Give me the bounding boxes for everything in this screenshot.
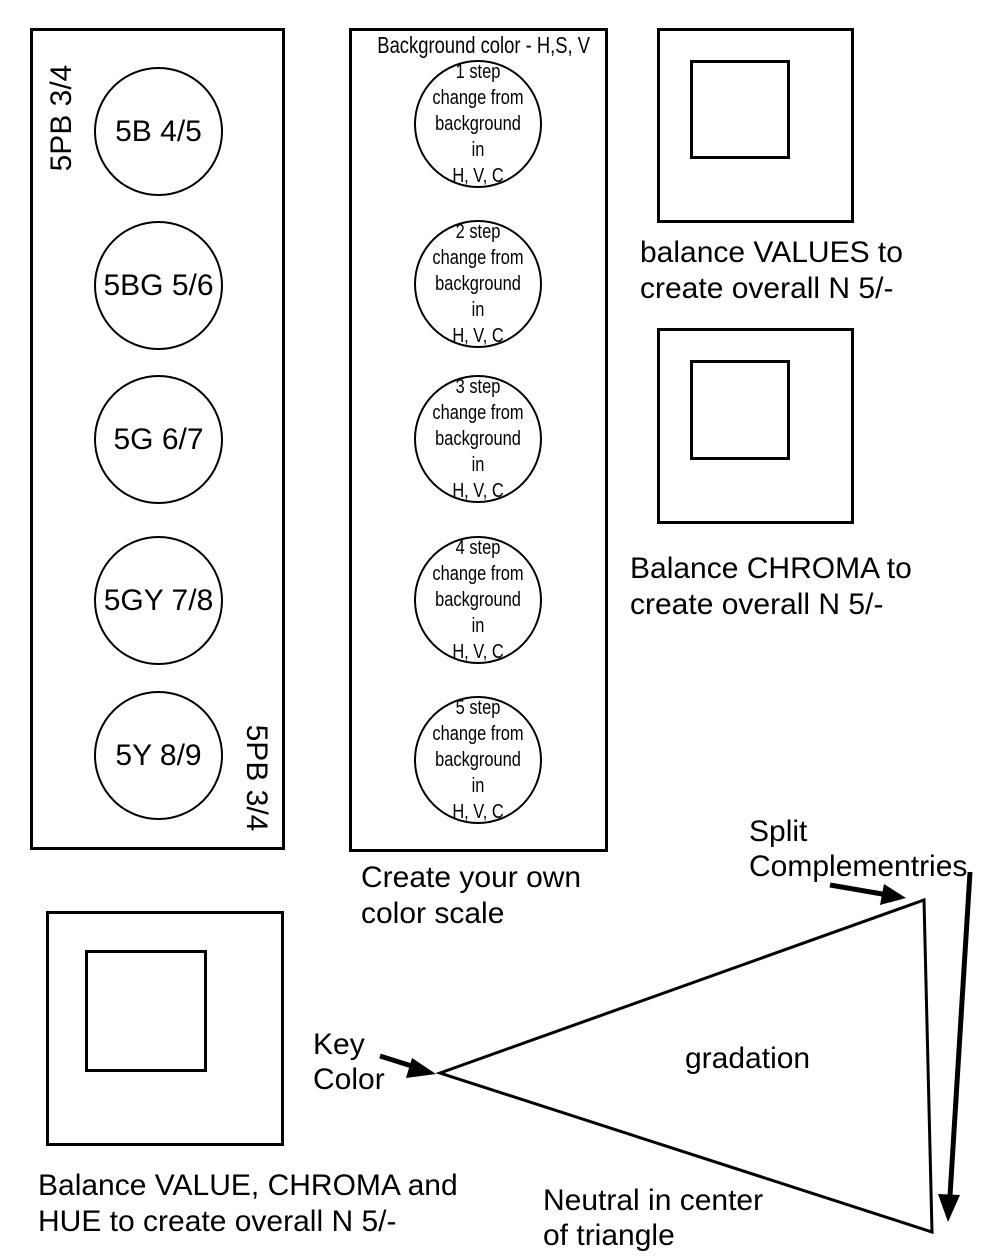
color-circle-label: 5GY 7/8 (103, 583, 214, 617)
step-circle-label: 4 step change from background in H, V, C (432, 537, 524, 663)
neutral-center-label: Neutral in center of triangle (543, 1184, 764, 1252)
step-circle-label: 3 step change from background in H, V, C (432, 376, 524, 502)
key-color-arrowhead (406, 1058, 436, 1078)
color-circle-label: 5BG 5/6 (103, 268, 214, 302)
split-arrowhead-short (880, 884, 906, 905)
key-color-label: Key Color (313, 1028, 385, 1096)
color-circle-2: 5BG 5/6 (94, 221, 223, 350)
chroma-caption: Balance CHROMA to create overall N 5/- (630, 552, 912, 621)
color-circle-5: 5Y 8/9 (94, 691, 223, 820)
color-circle-label: 5Y 8/9 (115, 738, 202, 772)
split-arrow-long (947, 871, 973, 1197)
own-scale-caption: Create your own color scale (361, 861, 582, 930)
color-triangle (435, 897, 934, 1235)
step-circle-2: 2 step change from background in H, V, C (414, 220, 542, 348)
color-circle-label: 5G 6/7 (113, 422, 204, 456)
step-circle-3: 3 step change from background in H, V, C (414, 375, 542, 503)
all-inner-square (85, 950, 207, 1072)
values-caption: balance VALUES to create overall N 5/- (640, 236, 903, 305)
values-inner-square (690, 60, 790, 159)
step-circle-label: 1 step change from background in H, V, C (432, 61, 524, 187)
step-circle-4: 4 step change from background in H, V, C (414, 536, 542, 664)
split-complementries-label: Split Complementries (749, 815, 968, 883)
split-arrowhead-long (938, 1194, 960, 1222)
all-caption: Balance VALUE, CHROMA and HUE to create … (38, 1169, 458, 1238)
step-circle-label: 5 step change from background in H, V, C (432, 697, 524, 823)
step-circle-1: 1 step change from background in H, V, C (414, 60, 542, 188)
color-circle-label: 5B 4/5 (115, 114, 202, 148)
color-circle-3: 5G 6/7 (94, 375, 223, 504)
gradation-label: gradation (685, 1042, 811, 1075)
color-circle-1: 5B 4/5 (94, 67, 223, 196)
color-circle-4: 5GY 7/8 (94, 536, 223, 665)
step-circle-5: 5 step change from background in H, V, C (414, 696, 542, 824)
background-color-header: Background color - H,S, V (377, 32, 591, 58)
chroma-inner-square (690, 360, 790, 460)
step-circle-label: 2 step change from background in H, V, C (432, 221, 524, 347)
split-arrow-short (829, 882, 889, 898)
